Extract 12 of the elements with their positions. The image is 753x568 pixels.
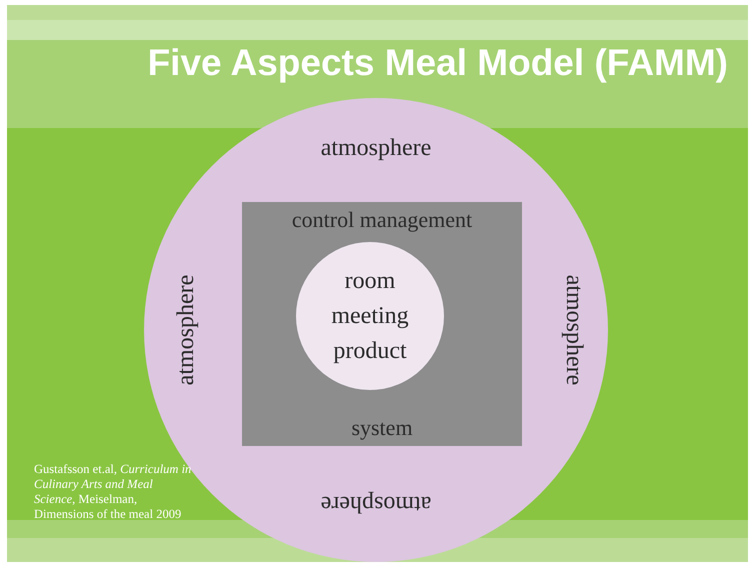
aspect-label: atmosphere — [320, 136, 432, 160]
aspect-label: product — [333, 339, 407, 363]
aspect-label: atmosphere — [174, 274, 198, 386]
aspect-label: system — [351, 417, 413, 439]
title: Five Aspects Meal Model (FAMM) — [148, 44, 728, 81]
aspect-label: meeting — [331, 304, 409, 328]
aspect-label: atmosphere — [562, 274, 586, 386]
aspect-label: room — [344, 269, 396, 293]
aspect-label: control management — [292, 209, 472, 231]
citation-note: Gustafsson et.al, Curriculum in Culinary Arts and Meal Science, Meiselman, Dimensions of the meal 2009 — [34, 462, 192, 522]
aspect-label: atmosphere — [320, 492, 432, 516]
square-panel — [242, 202, 522, 446]
